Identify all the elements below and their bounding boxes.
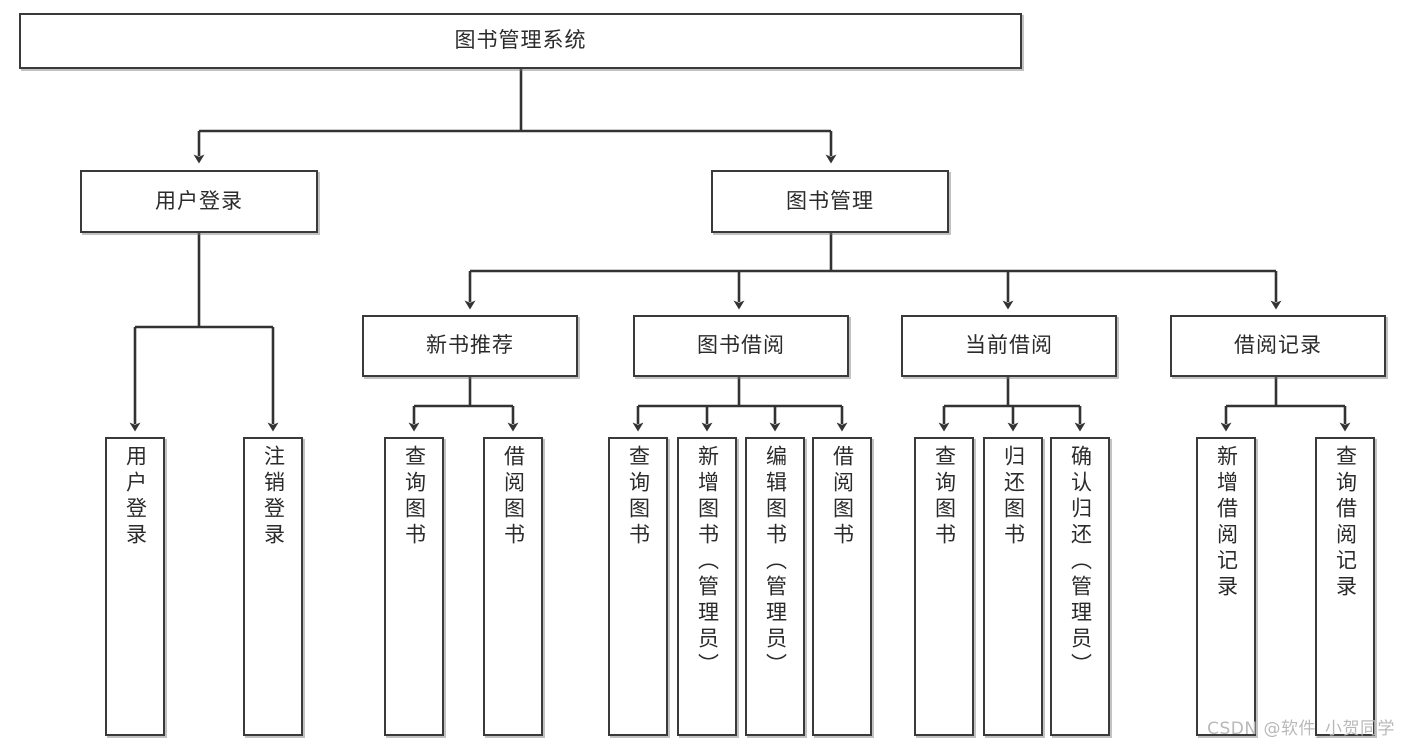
leaf-user-login[interactable]: 用户登录 xyxy=(105,437,165,736)
leaf-edit-book-label: 编辑图书（管理员） xyxy=(763,445,788,679)
leaf-query-book-3-label: 查询图书 xyxy=(932,445,957,549)
leaf-borrow-book-2[interactable]: 借阅图书 xyxy=(812,437,872,736)
node-user-login-label: 用户登录 xyxy=(155,188,243,213)
leaf-return-book[interactable]: 归还图书 xyxy=(983,437,1043,736)
leaf-logout-login-label: 注销登录 xyxy=(261,445,286,549)
leaf-return-book-label: 归还图书 xyxy=(1001,445,1026,549)
leaf-borrow-book-1-label: 借阅图书 xyxy=(501,445,526,549)
leaf-query-record[interactable]: 查询借阅记录 xyxy=(1315,437,1375,736)
leaf-add-book[interactable]: 新增图书（管理员） xyxy=(677,437,737,736)
leaf-user-login-label: 用户登录 xyxy=(123,445,148,549)
node-borrow-record[interactable]: 借阅记录 xyxy=(1170,315,1386,377)
node-root[interactable]: 图书管理系统 xyxy=(19,13,1022,69)
leaf-confirm-return[interactable]: 确认归还（管理员） xyxy=(1050,437,1110,736)
node-new-book-recommend[interactable]: 新书推荐 xyxy=(362,315,578,377)
leaf-add-record[interactable]: 新增借阅记录 xyxy=(1196,437,1256,736)
node-user-login[interactable]: 用户登录 xyxy=(80,170,318,233)
node-root-label: 图书管理系统 xyxy=(454,28,587,53)
leaf-edit-book[interactable]: 编辑图书（管理员） xyxy=(745,437,805,736)
watermark: CSDN @软件_小贺同学 xyxy=(1207,719,1395,739)
node-borrow-record-label: 借阅记录 xyxy=(1234,333,1322,358)
node-current-borrow-label: 当前借阅 xyxy=(965,333,1053,358)
leaf-query-book-1-label: 查询图书 xyxy=(402,445,427,549)
leaf-query-record-label: 查询借阅记录 xyxy=(1333,445,1358,601)
leaf-query-book-3[interactable]: 查询图书 xyxy=(914,437,974,736)
node-new-book-recommend-label: 新书推荐 xyxy=(426,333,514,358)
leaf-logout-login[interactable]: 注销登录 xyxy=(243,437,303,736)
node-book-management[interactable]: 图书管理 xyxy=(711,170,949,233)
leaf-add-record-label: 新增借阅记录 xyxy=(1214,445,1239,601)
leaf-confirm-return-label: 确认归还（管理员） xyxy=(1068,445,1093,679)
node-current-borrow[interactable]: 当前借阅 xyxy=(901,315,1117,377)
leaf-query-book-2-label: 查询图书 xyxy=(626,445,651,549)
leaf-query-book-2[interactable]: 查询图书 xyxy=(608,437,668,736)
leaf-add-book-label: 新增图书（管理员） xyxy=(695,445,720,679)
leaf-borrow-book-1[interactable]: 借阅图书 xyxy=(483,437,543,736)
node-book-borrow-label: 图书借阅 xyxy=(697,333,785,358)
leaf-query-book-1[interactable]: 查询图书 xyxy=(384,437,444,736)
node-book-borrow[interactable]: 图书借阅 xyxy=(633,315,849,377)
leaf-borrow-book-2-label: 借阅图书 xyxy=(830,445,855,549)
node-book-management-label: 图书管理 xyxy=(786,188,874,213)
